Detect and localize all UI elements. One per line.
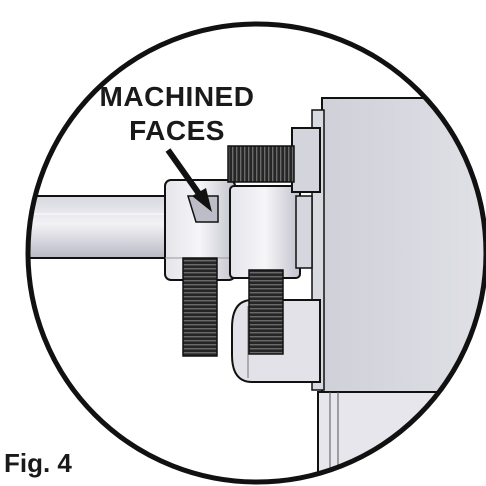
shaft — [28, 195, 176, 259]
callout-line-2: FACES — [129, 115, 225, 146]
nut — [291, 127, 321, 193]
detail-circle-border — [25, 21, 486, 485]
housing-block — [311, 97, 486, 482]
figure-label: Fig. 4 — [4, 448, 72, 478]
middle-set-screw — [248, 269, 284, 355]
top-set-screw — [227, 145, 295, 183]
left-set-screw — [182, 257, 218, 357]
machined-faces-callout: MACHINED FACES — [72, 80, 282, 148]
leader-arrow — [165, 148, 212, 212]
hub — [229, 185, 313, 279]
callout-line-1: MACHINED — [99, 81, 255, 112]
